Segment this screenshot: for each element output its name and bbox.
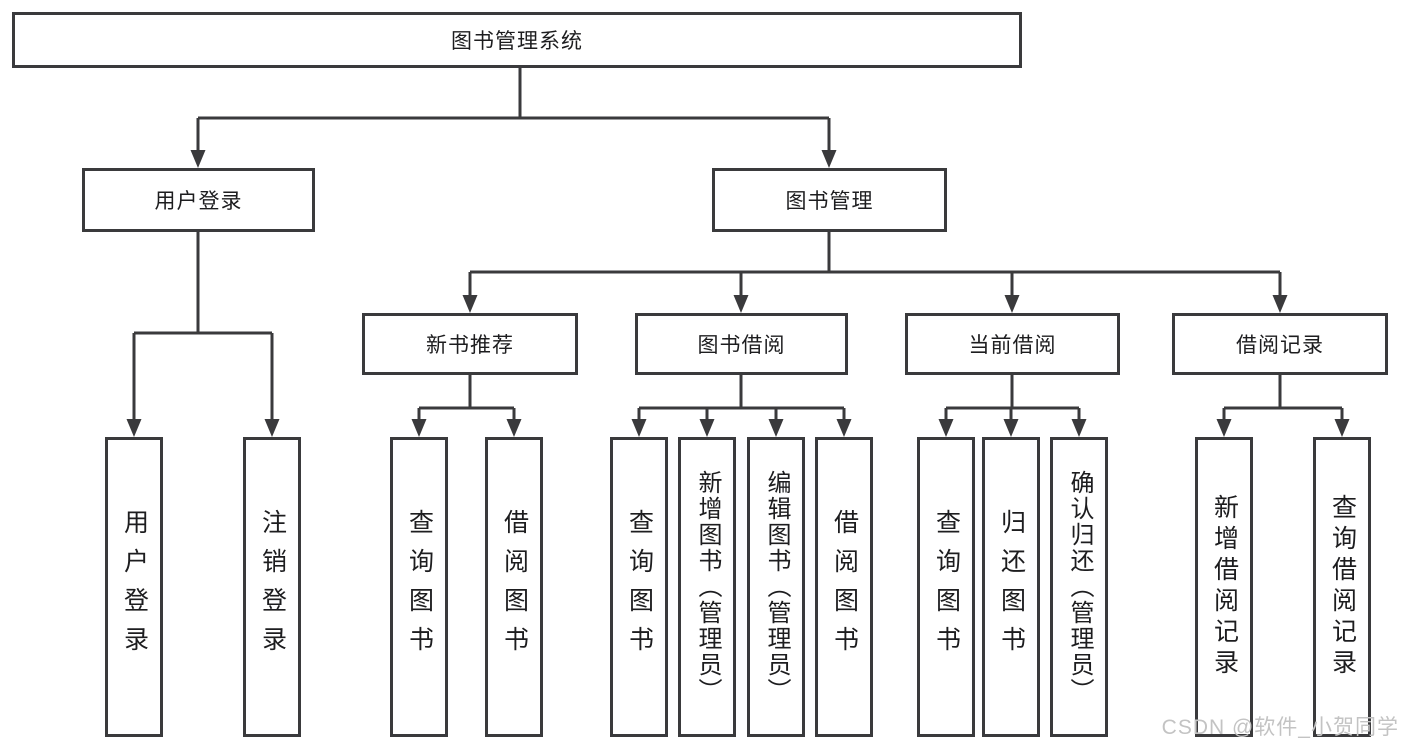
leaf-query-book-current: 查询图书 [917,437,975,737]
connector-book-borrow [631,375,852,437]
node-book-borrow-label: 图书借阅 [697,334,786,357]
leaf-borrow-book: 借阅图书 [815,437,873,737]
leaf-add-book-admin-label: 新增图书（管理员） [694,470,721,704]
node-new-book-recommend: 新书推荐 [362,313,578,375]
node-new-book-recommend-label: 新书推荐 [426,334,514,357]
connector-current-borrow [938,375,1087,437]
node-root-label: 图书管理系统 [451,30,583,53]
leaf-user-login: 用户登录 [105,437,163,737]
connector-user-login [126,232,280,437]
leaf-return-book: 归还图书 [982,437,1040,737]
leaf-query-book-recommend: 查询图书 [390,437,448,737]
leaf-query-borrow-record-label: 查询借阅记录 [1328,494,1357,680]
leaf-logout-login-label: 注销登录 [258,509,287,665]
leaf-logout-login: 注销登录 [243,437,301,737]
node-current-borrow: 当前借阅 [905,313,1120,375]
leaf-confirm-return-admin-label: 确认归还（管理员） [1066,470,1093,704]
leaf-query-book-borrow: 查询图书 [610,437,668,737]
leaf-user-login-label: 用户登录 [120,509,149,665]
connector-new-book-recommend [411,375,522,437]
leaf-query-borrow-record: 查询借阅记录 [1313,437,1371,737]
node-current-borrow-label: 当前借阅 [968,334,1057,357]
leaf-edit-book-admin-label: 编辑图书（管理员） [763,470,790,704]
node-book-management-label: 图书管理 [785,190,874,213]
node-root-library-system: 图书管理系统 [12,12,1022,68]
leaf-query-book-current-label: 查询图书 [932,509,961,665]
leaf-borrow-book-label: 借阅图书 [830,509,859,665]
leaf-borrow-book-recommend-label: 借阅图书 [500,509,529,665]
leaf-add-borrow-record: 新增借阅记录 [1195,437,1253,737]
leaf-query-book-borrow-label: 查询图书 [625,509,654,665]
node-user-login-label: 用户登录 [154,190,243,213]
leaf-return-book-label: 归还图书 [997,509,1026,665]
node-user-login: 用户登录 [82,168,315,232]
csdn-watermark: CSDN @软件_小贺同学 [1161,716,1399,739]
leaf-confirm-return-admin: 确认归还（管理员） [1050,437,1108,737]
leaf-edit-book-admin: 编辑图书（管理员） [747,437,805,737]
node-borrow-records: 借阅记录 [1172,313,1388,375]
leaf-add-borrow-record-label: 新增借阅记录 [1210,494,1239,680]
leaf-query-book-recommend-label: 查询图书 [405,509,434,665]
node-borrow-records-label: 借阅记录 [1236,334,1324,357]
connector-book-mgmt [462,232,1288,313]
connector-root [190,68,837,168]
leaf-add-book-admin: 新增图书（管理员） [678,437,736,737]
connector-borrow-records [1216,375,1350,437]
node-book-borrow: 图书借阅 [635,313,848,375]
node-book-management: 图书管理 [712,168,947,232]
leaf-borrow-book-recommend: 借阅图书 [485,437,543,737]
